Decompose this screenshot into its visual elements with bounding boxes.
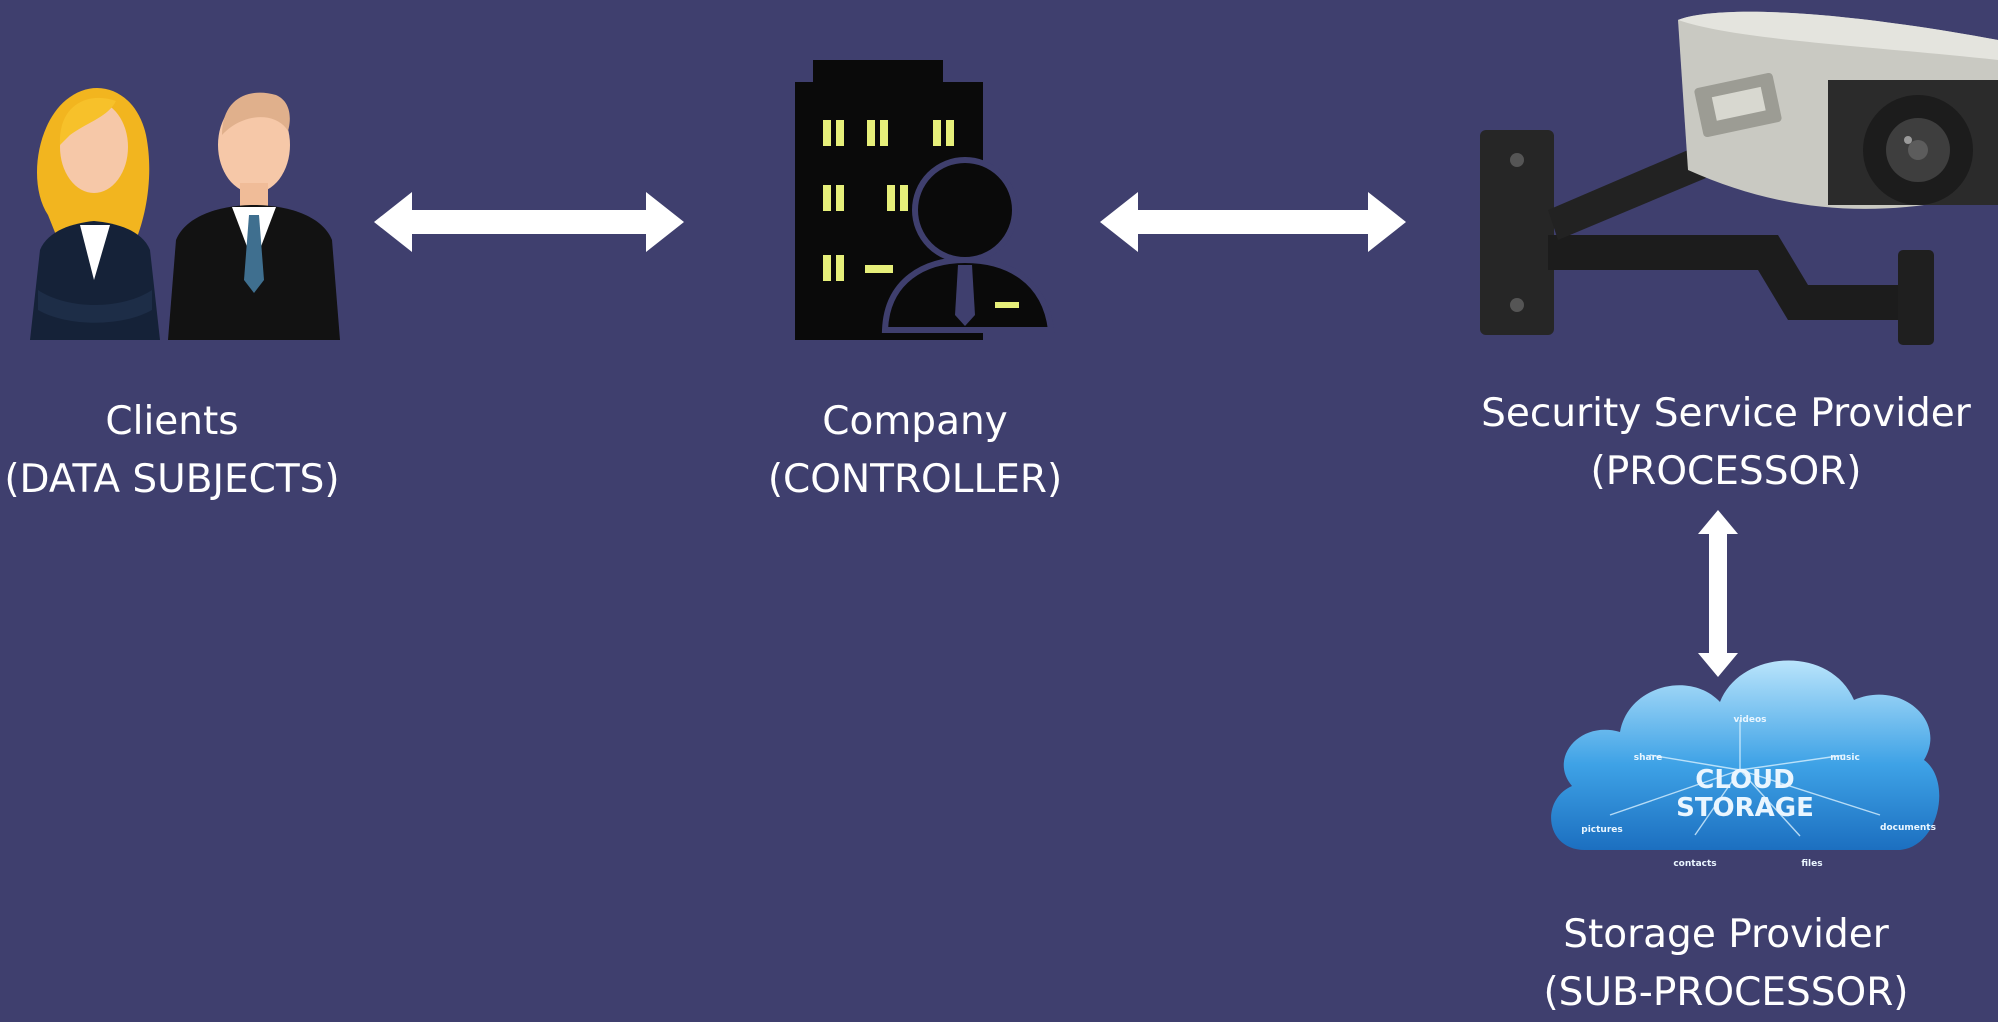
node-label-storage: Storage Provider (SUB-PROCESSOR) xyxy=(1543,906,1908,1022)
bidirectional-arrow-security-storage xyxy=(1698,510,1738,677)
cloud-word-pictures: pictures xyxy=(1581,825,1622,835)
clients-name: Clients xyxy=(105,399,239,444)
cloud-title-2: STORAGE xyxy=(1676,793,1814,823)
cloud-storage-icon: CLOUD STORAGE videos share music picture… xyxy=(1551,660,1940,869)
cloud-word-music: music xyxy=(1830,753,1860,763)
cloud-word-contacts: contacts xyxy=(1673,859,1716,869)
storage-role: (SUB-PROCESSOR) xyxy=(1543,970,1909,1015)
node-label-company: Company (CONTROLLER) xyxy=(768,393,1062,509)
storage-name: Storage Provider xyxy=(1563,912,1889,957)
cloud-title-1: CLOUD xyxy=(1695,765,1795,795)
bidirectional-arrow-clients-company xyxy=(374,192,684,252)
bidirectional-arrow-company-security xyxy=(1100,192,1406,252)
people-icon xyxy=(30,87,340,340)
company-building-icon xyxy=(795,60,1055,340)
company-role: (CONTROLLER) xyxy=(767,457,1063,502)
security-role: (PROCESSOR) xyxy=(1590,449,1862,494)
clients-role: (DATA SUBJECTS) xyxy=(4,457,340,502)
security-name: Security Service Provider xyxy=(1481,391,1971,436)
cloud-word-share: share xyxy=(1634,753,1662,763)
node-label-security: Security Service Provider (PROCESSOR) xyxy=(1481,385,1971,501)
company-name: Company xyxy=(822,399,1008,444)
cctv-camera-icon xyxy=(1480,11,1998,345)
cloud-word-files: files xyxy=(1801,859,1822,869)
cloud-word-videos: videos xyxy=(1733,715,1766,725)
cloud-word-documents: documents xyxy=(1880,823,1936,833)
node-label-clients: Clients (DATA SUBJECTS) xyxy=(4,393,339,509)
